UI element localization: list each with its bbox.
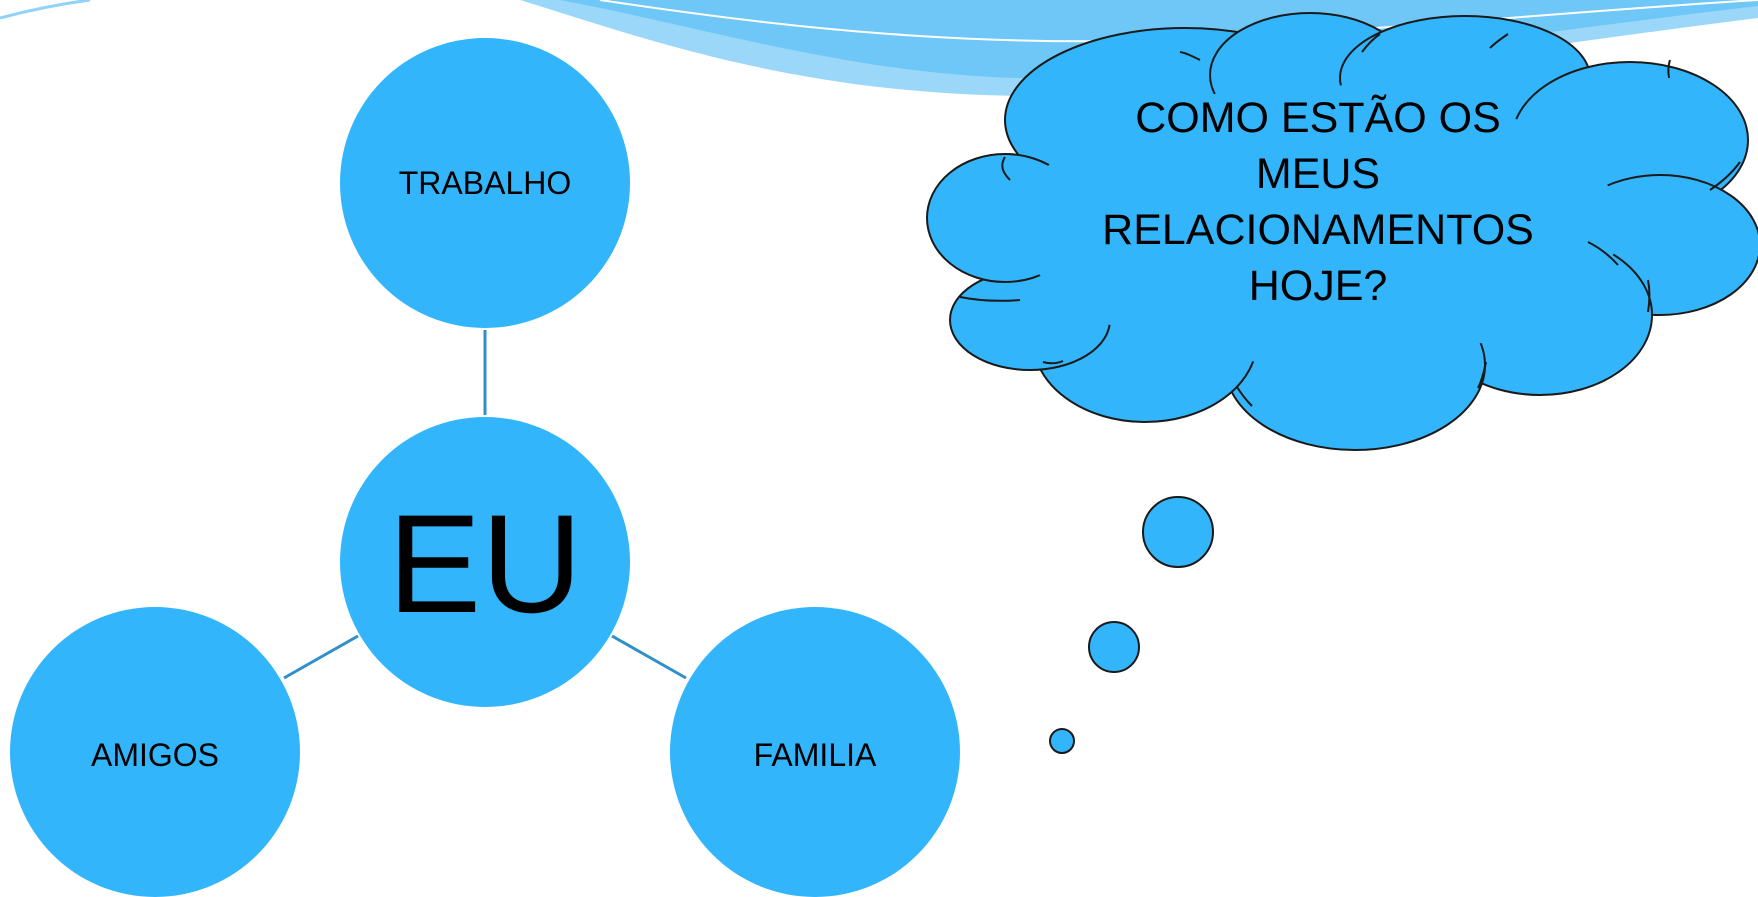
node-familia-label: FAMILIA: [754, 737, 877, 773]
node-trabalho: TRABALHO: [340, 38, 630, 328]
bubble-line-4: HOJE?: [1249, 262, 1388, 310]
thought-dots: [1049, 496, 1214, 754]
cloud-core: [1020, 85, 1620, 365]
node-amigos-circle: [10, 607, 300, 897]
bubble-text: COMO ESTÃO OS MEUS RELACIONAMENTOS HOJE?: [1102, 94, 1534, 310]
connector-familia: [611, 634, 687, 680]
connector-amigos: [283, 634, 359, 680]
bubble-line-3: RELACIONAMENTOS: [1102, 206, 1534, 254]
cloud-inner-arcs: [959, 33, 1741, 407]
node-trabalho-circle: [340, 38, 630, 328]
node-familia: FAMILIA: [670, 607, 960, 897]
node-trabalho-label: TRABALHO: [399, 165, 571, 201]
node-eu-label: EU: [388, 485, 582, 642]
node-eu: EU: [340, 417, 630, 707]
wave-line-2: [0, 0, 91, 20]
thought-dot-medium: [1088, 621, 1140, 673]
thought-dot-small: [1049, 728, 1075, 754]
node-familia-circle: [670, 607, 960, 897]
node-amigos-label: AMIGOS: [91, 737, 219, 773]
thought-bubble: COMO ESTÃO OS MEUS RELACIONAMENTOS HOJE?: [926, 12, 1758, 754]
bubble-line-2: MEUS: [1256, 150, 1380, 198]
connectors: [283, 330, 687, 680]
node-amigos: AMIGOS: [10, 607, 300, 897]
node-eu-circle: [340, 417, 630, 707]
thought-dot-large: [1142, 496, 1214, 568]
bubble-line-1: COMO ESTÃO OS: [1135, 94, 1501, 142]
